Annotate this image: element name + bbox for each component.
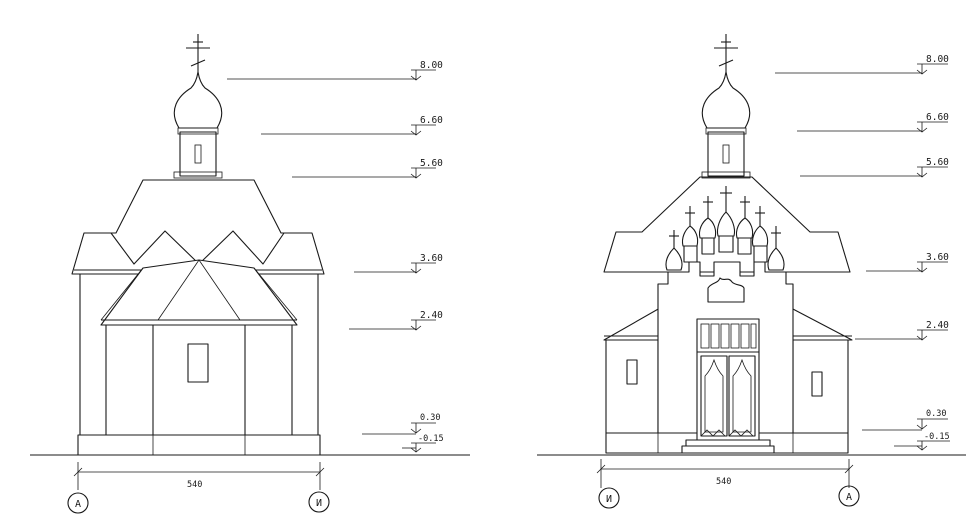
level-mark-6-60: 6.60 <box>916 112 949 133</box>
level-label: -0.15 <box>924 432 950 442</box>
width-dimension: 540 <box>596 459 854 488</box>
width-dimension: 540 <box>73 462 325 490</box>
level-label: 8.00 <box>926 54 949 65</box>
porch-roof <box>100 259 298 326</box>
axis-marker-left: А <box>67 492 89 514</box>
level-label: 0.30 <box>926 409 946 419</box>
level-mark-6-60: 6.60 <box>410 115 443 136</box>
axis-label: И <box>316 498 322 509</box>
level-label: 2.40 <box>420 310 443 321</box>
axis-label: А <box>846 492 852 503</box>
drum-window <box>722 144 730 164</box>
level-mark-5-60: 5.60 <box>916 157 949 178</box>
level-label: 3.60 <box>926 252 949 263</box>
axis-label: И <box>606 494 612 505</box>
level-label: 6.60 <box>420 115 443 126</box>
drum <box>707 131 745 177</box>
level-label: -0.15 <box>418 434 444 444</box>
wing-left-window <box>626 359 638 385</box>
dome-cross <box>714 34 738 72</box>
wing-left-roof <box>603 307 661 341</box>
width-dimension-label: 540 <box>716 477 731 487</box>
axis-marker-left: И <box>598 487 620 509</box>
portal-upper-window <box>707 277 745 303</box>
level-label: 5.60 <box>420 158 443 169</box>
drum <box>179 131 217 177</box>
level-label: 6.60 <box>926 112 949 123</box>
level-label: 0.30 <box>420 413 440 423</box>
onion-dome <box>173 71 223 129</box>
width-dimension-label: 540 <box>187 480 202 490</box>
level-mark-3-60: 3.60 <box>916 252 949 273</box>
plinth <box>77 434 321 456</box>
drum-window <box>194 144 202 164</box>
axis-marker-right: А <box>838 485 860 507</box>
axis-marker-right: И <box>308 491 330 513</box>
level-label: 8.00 <box>420 60 443 71</box>
level-mark-2-40: 2.40 <box>916 320 949 341</box>
level-label: 3.60 <box>420 253 443 264</box>
level-leaders <box>775 72 922 447</box>
kokoshnik-domes <box>665 186 785 271</box>
level-mark-minus-0-15: -0.15 <box>410 434 444 453</box>
wing-right-roof <box>790 307 853 341</box>
level-label: 2.40 <box>926 320 949 331</box>
level-leaders <box>227 78 416 449</box>
entrance-door <box>700 355 756 437</box>
level-mark-0-30: 0.30 <box>410 413 440 434</box>
wing-left <box>605 339 659 434</box>
entrance-steps <box>685 439 771 447</box>
portal-arcade <box>700 323 757 349</box>
left-elevation: 8.00 6.60 5.60 3.60 2.40 0.30 -0.15 <box>30 34 470 514</box>
dome-cross <box>186 34 210 72</box>
level-mark-5-60: 5.60 <box>410 158 443 179</box>
level-mark-8-00: 8.00 <box>916 54 949 75</box>
axis-label: А <box>75 499 81 510</box>
level-mark-3-60: 3.60 <box>410 253 443 274</box>
onion-dome <box>701 71 751 129</box>
wing-right-window <box>811 371 823 397</box>
level-mark-minus-0-15: -0.15 <box>916 432 950 451</box>
level-mark-8-00: 8.00 <box>410 60 443 81</box>
level-mark-2-40: 2.40 <box>410 310 443 331</box>
porch-window <box>187 343 209 383</box>
right-elevation: 8.00 6.60 5.60 3.60 2.40 0.30 -0.15 <box>537 34 966 509</box>
level-mark-0-30: 0.30 <box>916 409 948 430</box>
level-label: 5.60 <box>926 157 949 168</box>
